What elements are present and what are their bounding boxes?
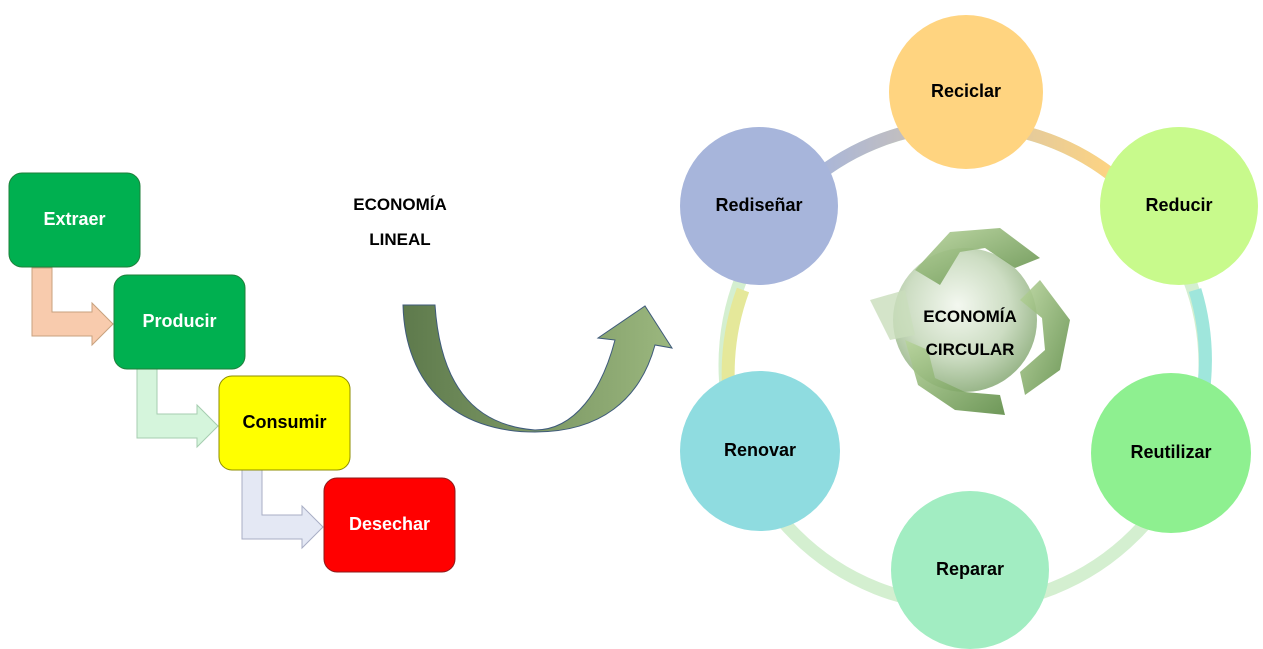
connector-arrow-2 (136, 367, 219, 449)
step-label-desechar: Desechar (349, 514, 430, 534)
recycle-globe-icon (870, 228, 1070, 415)
node-reutilizar (1091, 373, 1251, 533)
step-label-consumir: Consumir (242, 412, 326, 432)
node-label-reducir: Reducir (1145, 195, 1212, 215)
connector-arrow-1 (31, 267, 114, 347)
node-label-reutilizar: Reutilizar (1130, 442, 1211, 462)
step-box-consumir (218, 375, 351, 471)
linear-economy: Extraer Producir Consumir Desechar ECONO… (8, 172, 456, 573)
linear-title-line2: LINEAL (369, 230, 430, 249)
curved-arrow-icon (402, 304, 674, 433)
step-box-extraer (8, 172, 141, 268)
step-box-producir (113, 274, 246, 370)
circular-title-line2: CIRCULAR (926, 340, 1015, 359)
node-renovar (680, 371, 840, 531)
node-redisenar (680, 127, 838, 285)
node-reparar (891, 491, 1049, 649)
step-label-producir: Producir (142, 311, 216, 331)
node-reciclar (889, 15, 1043, 169)
linear-title-line1: ECONOMÍA (353, 195, 447, 214)
node-label-redisenar: Rediseñar (715, 195, 802, 215)
node-reducir (1100, 127, 1258, 285)
circular-title-line1: ECONOMÍA (923, 307, 1017, 326)
node-label-reparar: Reparar (936, 559, 1004, 579)
node-label-reciclar: Reciclar (931, 81, 1001, 101)
circular-economy: ECONOMÍA CIRCULAR Reciclar Reducir Reuti… (680, 15, 1258, 649)
node-label-renovar: Renovar (724, 440, 796, 460)
step-label-extraer: Extraer (43, 209, 105, 229)
step-box-desechar (323, 477, 456, 573)
connector-arrow-3 (241, 468, 324, 550)
